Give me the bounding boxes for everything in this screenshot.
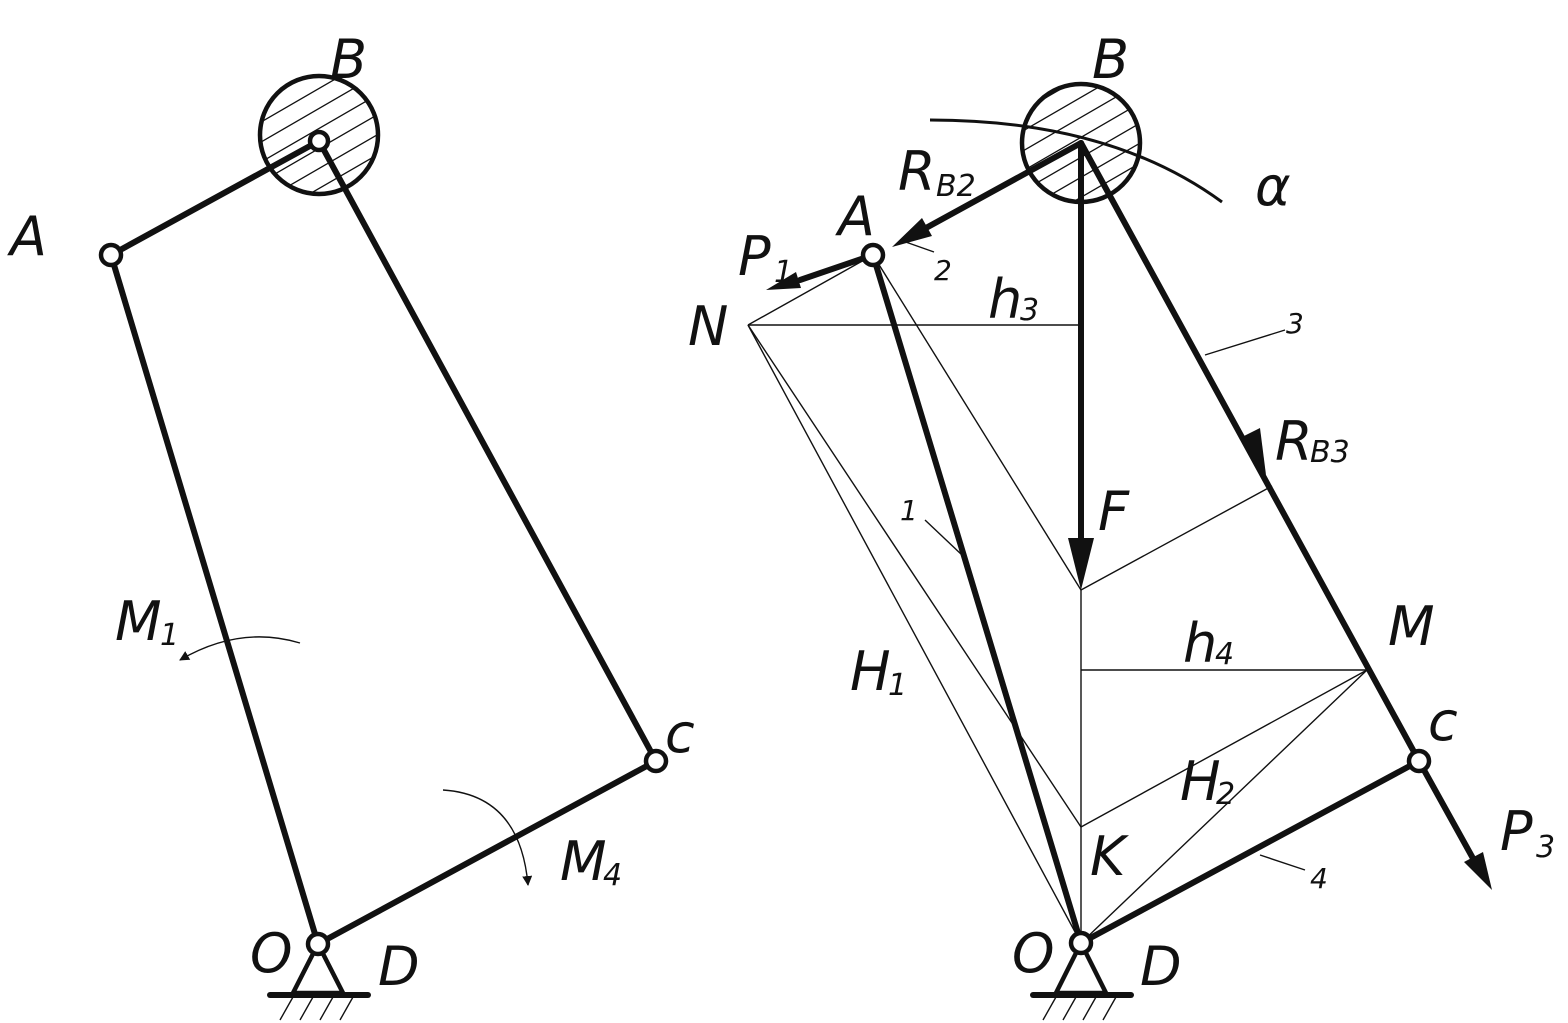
- right-label-h1: H: [850, 640, 891, 703]
- right-label-p3-sub: 3: [1536, 830, 1555, 865]
- line-n-k: [747, 324, 1082, 828]
- right-label-rb2: R: [898, 140, 936, 203]
- left-label-o: O: [250, 922, 293, 985]
- left-label-m1: M: [115, 590, 162, 653]
- right-label-h1-sub: 1: [888, 668, 907, 703]
- right-label-rb3: R: [1275, 410, 1313, 473]
- right-label-num2: 2: [934, 254, 952, 287]
- force-p3-line: [1416, 758, 1478, 865]
- leader-3: [1204, 329, 1286, 356]
- right-label-m: M: [1388, 595, 1435, 658]
- right-label-num1: 1: [900, 494, 918, 527]
- right-joint-a: [860, 242, 886, 268]
- force-f-arrowhead: [1068, 538, 1094, 590]
- leader-2: [899, 239, 935, 253]
- left-label-m1-sub: 1: [160, 618, 179, 653]
- right-link-dc: [1078, 758, 1422, 946]
- arc-alpha: [929, 118, 1223, 204]
- right-label-h3-sub: 3: [1020, 293, 1039, 328]
- left-mechanism: B A c O D M 1 M 4: [7, 28, 695, 1021]
- left-fixed-support: [267, 939, 371, 1021]
- line-n-o: [747, 324, 1082, 944]
- right-label-num3: 3: [1286, 307, 1304, 340]
- left-label-c: c: [665, 702, 695, 765]
- force-rb2-line: [912, 140, 1084, 237]
- right-label-b: B: [1092, 28, 1129, 91]
- right-label-rb3-sub: B3: [1310, 435, 1350, 470]
- leader-1: [924, 519, 963, 556]
- left-joint-b: [307, 129, 331, 153]
- left-label-d: D: [378, 935, 420, 998]
- left-label-a: A: [7, 205, 47, 268]
- left-link-ab: [108, 138, 322, 258]
- right-fixed-support: [1030, 937, 1134, 1021]
- right-mechanism: B α R B2 A P 1 N h 3 2 3 R B3 F 1 M h 4 …: [688, 28, 1555, 1021]
- right-label-c: c: [1428, 690, 1458, 753]
- left-label-m4: M: [560, 830, 607, 893]
- line-f-rb3: [1080, 485, 1273, 591]
- right-label-p3: P: [1500, 800, 1533, 863]
- line-k-m: [1080, 669, 1368, 828]
- left-link-ao: [108, 252, 321, 947]
- right-label-f: F: [1098, 480, 1130, 543]
- force-rb2-arrowhead: [892, 218, 932, 247]
- right-label-h3: h: [988, 268, 1022, 331]
- right-label-n: N: [688, 295, 728, 358]
- left-joint-a: [98, 242, 124, 268]
- right-label-num4: 4: [1310, 862, 1328, 895]
- line-n-a: [747, 254, 874, 326]
- left-moment-m1-arrow: [179, 636, 301, 661]
- construction-lines: [747, 254, 1368, 944]
- force-p3-arrowhead: [1464, 852, 1492, 890]
- line-a-f: [872, 254, 1082, 591]
- line-o-m: [1080, 669, 1368, 944]
- right-link-ao: [870, 252, 1084, 946]
- right-label-h2-sub: 2: [1216, 777, 1235, 812]
- left-joint-o: [305, 931, 331, 957]
- right-label-d: D: [1140, 935, 1182, 998]
- right-label-k: K: [1090, 825, 1129, 888]
- left-link-dc: [315, 758, 659, 947]
- left-joint-c: [643, 748, 669, 774]
- force-p1-arrowhead: [766, 272, 801, 290]
- force-p1-line: [797, 252, 876, 283]
- right-label-h2: H: [1180, 750, 1221, 813]
- right-label-h4: h: [1183, 612, 1217, 675]
- right-label-o: O: [1012, 922, 1055, 985]
- left-label-m4-sub: 4: [603, 858, 622, 893]
- leader-4: [1259, 854, 1306, 871]
- left-link-bc: [316, 138, 659, 764]
- left-moment-m4-arrow: [442, 789, 533, 886]
- right-joint-o: [1068, 930, 1094, 956]
- right-label-rb2-sub: B2: [936, 169, 976, 204]
- right-label-alpha: α: [1255, 155, 1291, 218]
- right-label-p1-sub: 1: [774, 255, 793, 290]
- right-label-a: A: [835, 185, 875, 248]
- left-label-b: B: [330, 28, 367, 91]
- right-joint-c: [1406, 748, 1432, 774]
- force-rb3-arrowhead: [1240, 428, 1266, 475]
- right-label-h4-sub: 4: [1215, 637, 1234, 672]
- right-label-p1: P: [738, 225, 771, 288]
